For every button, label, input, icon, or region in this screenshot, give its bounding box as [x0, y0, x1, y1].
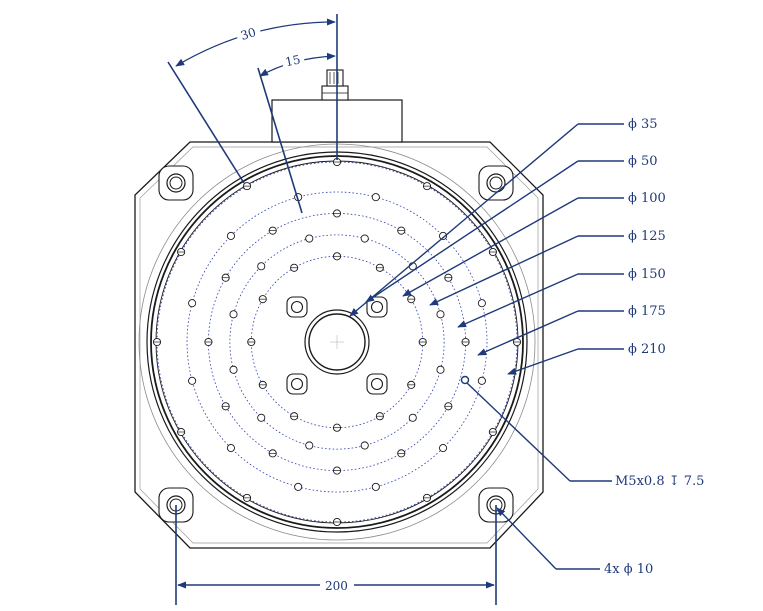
cable-connector-icon [321, 69, 349, 101]
pitch-circle-175 [186, 191, 488, 493]
mount-holes-leader [496, 507, 600, 570]
leader-diagonal [365, 160, 579, 303]
table-hole [229, 365, 238, 374]
table-hole [371, 193, 380, 202]
table-hole [188, 299, 197, 308]
table-hole [294, 482, 303, 491]
counterbore-inner [370, 300, 384, 314]
angle-30-leader [167, 61, 245, 184]
diameter-leaders [349, 123, 624, 375]
leader-diagonal [429, 235, 579, 306]
leader-diagonal [507, 348, 579, 375]
table-hole [439, 444, 448, 453]
table-hole [257, 413, 266, 422]
counterbore-holes [286, 296, 388, 395]
table-hole [408, 413, 417, 422]
angle-15-leader [257, 67, 303, 214]
table-hole [436, 310, 445, 319]
thread-note-label: M5x0.8 ↧ 7.5 [615, 474, 704, 489]
diameter-label-175: ϕ 175 [628, 304, 666, 319]
table-hole [226, 444, 235, 453]
diameter-label-35: ϕ 35 [628, 117, 658, 132]
angle-15-label: 15 [284, 52, 302, 69]
mount-hole-inner [169, 176, 183, 190]
table-hole [305, 441, 314, 450]
angle-30-label: 30 [239, 25, 258, 43]
housing-outline [134, 141, 544, 549]
diameter-label-50: ϕ 50 [628, 154, 658, 169]
table-hole [360, 234, 369, 243]
counterbore-inner [290, 300, 304, 314]
table-hole [439, 231, 448, 240]
diameter-label-125: ϕ 125 [628, 229, 666, 244]
counterbore-inner [370, 377, 384, 391]
table-hole [477, 376, 486, 385]
leader-diagonal [349, 123, 579, 317]
leader-diagonal [457, 273, 579, 328]
thread-note-leader [460, 375, 612, 482]
mount-holes-label: 4x ϕ 10 [604, 562, 653, 577]
table-hole [436, 365, 445, 374]
diameter-label-100: ϕ 100 [628, 191, 666, 206]
bolt-span-label: 200 [325, 579, 348, 593]
table-hole [477, 299, 486, 308]
counterbore-inner [290, 377, 304, 391]
leader-diagonal [402, 197, 579, 297]
table-hole [229, 310, 238, 319]
housing-inner-edge [139, 146, 539, 544]
table-hole [360, 441, 369, 450]
diameter-label-150: ϕ 150 [628, 267, 666, 282]
table-hole [257, 262, 266, 271]
center-bore [304, 309, 370, 375]
leader-diagonal [477, 310, 579, 356]
mount-hole-inner [489, 176, 503, 190]
pitch-circle-125 [229, 234, 445, 450]
table-hole [188, 376, 197, 385]
table-hole [305, 234, 314, 243]
table-hole [226, 231, 235, 240]
table-hole [371, 482, 380, 491]
diameter-label-210: ϕ 210 [628, 342, 666, 357]
